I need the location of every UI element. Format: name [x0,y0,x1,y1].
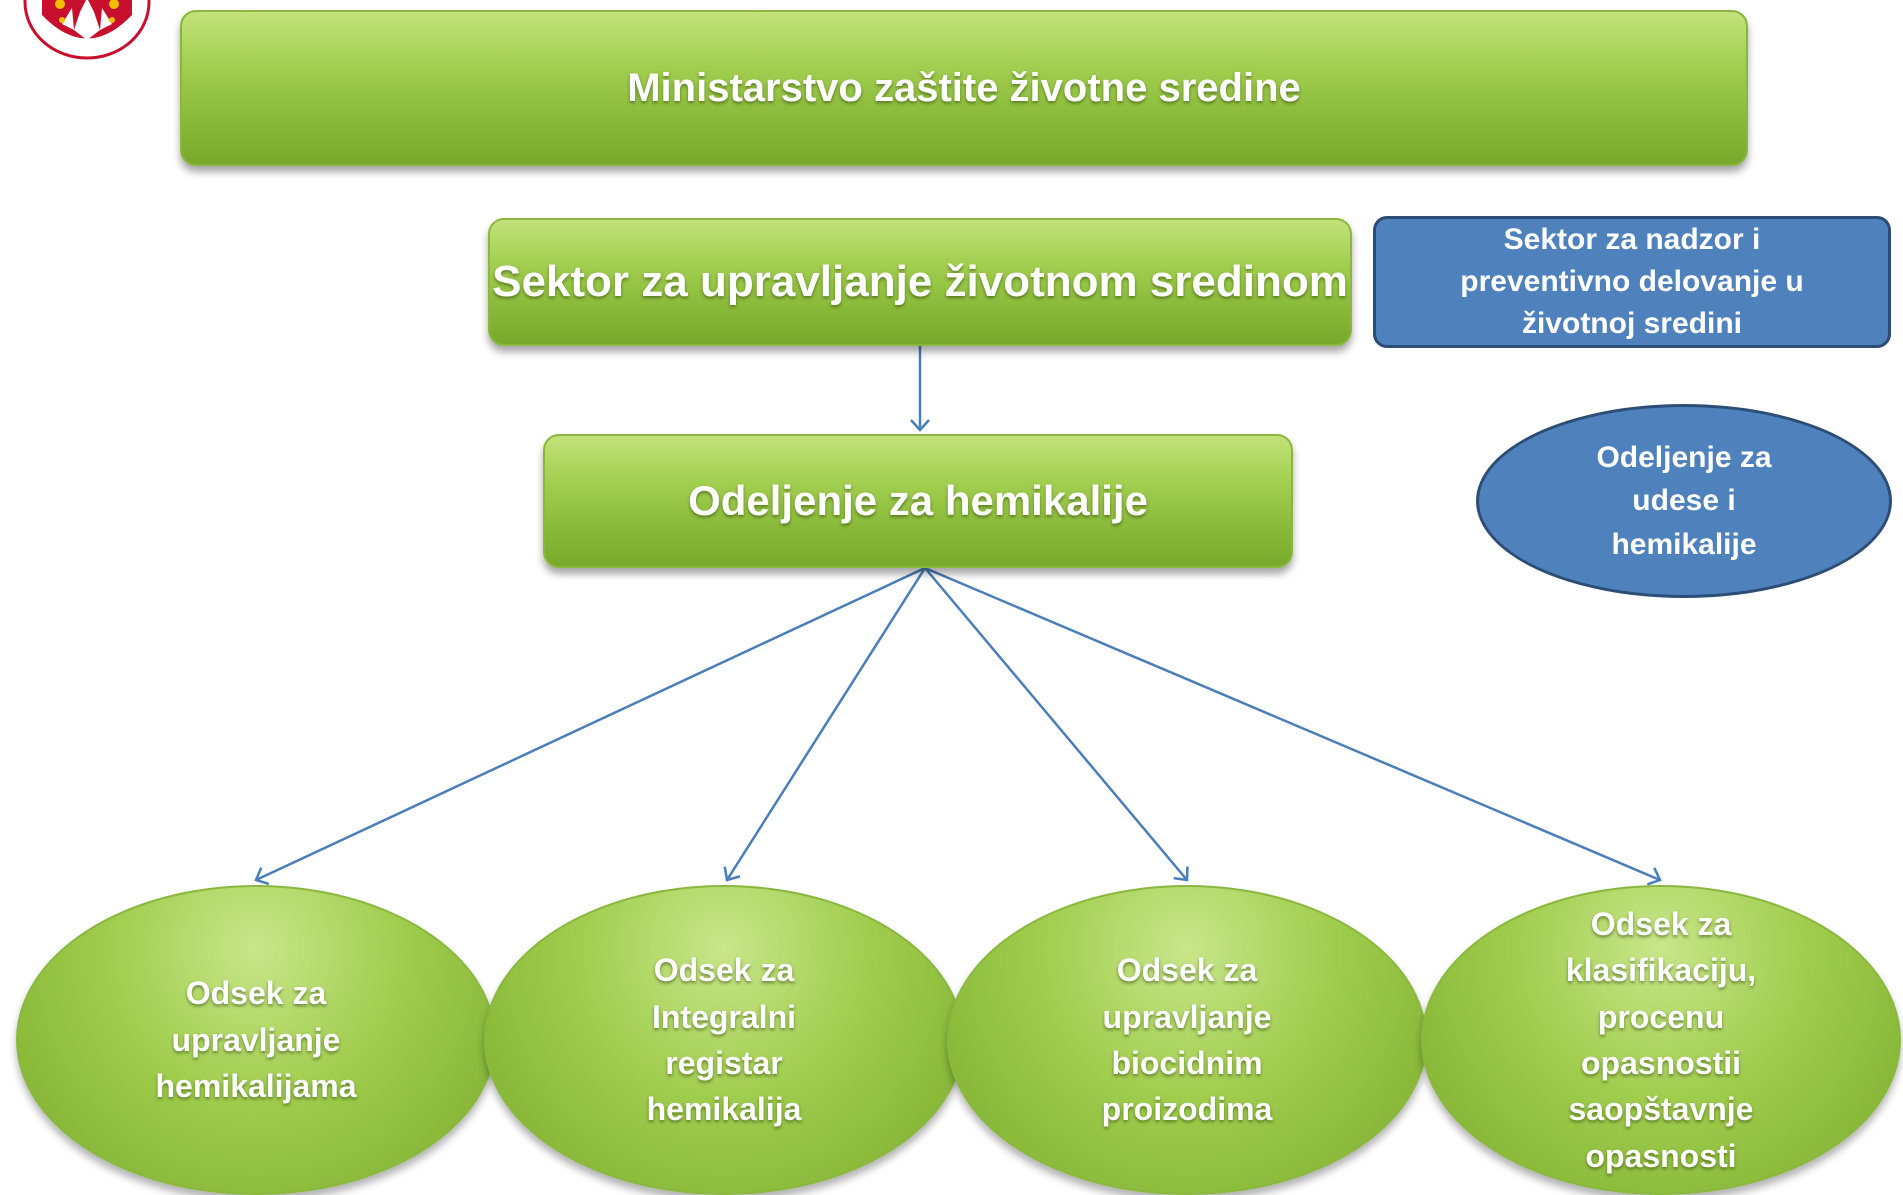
connector-department-to-subunit-4 [924,566,1662,886]
ministry-label: Ministarstvo zaštite životne sredine [627,65,1301,110]
subunit-label: Odsek za upravljanje biocidnim proizodim… [1101,952,1273,1128]
sector-node: Sektor za upravljanje životnom sredinom [488,218,1352,346]
coat-of-arms-logo [23,0,151,60]
sector-label: Sektor za upravljanje životnom sredinom [492,257,1348,306]
department-blue-label: Odeljenje za udese i hemikalije [1596,440,1772,561]
sector-blue-node: Sektor za nadzor i preventivno delovanje… [1373,216,1891,348]
subunit-label: Odsek za upravljanje hemikalijama [155,975,357,1105]
subunit-label: Odsek za Integralni registar hemikalija [646,952,802,1128]
connector-department-to-subunit-3 [924,567,1189,882]
subunit-node: Odsek za Integralni registar hemikalija [484,885,964,1195]
subunit-node: Odsek za upravljanje biocidnim proizodim… [947,885,1427,1195]
subunit-label: Odsek za klasifikaciju, procenu opasnost… [1565,905,1757,1174]
connector-department-to-subunit-1 [254,566,926,886]
ministry-node: Ministarstvo zaštite životne sredine [180,10,1748,166]
connector-department-to-subunit-2 [723,567,927,882]
sector-blue-label: Sektor za nadzor i preventivno delovanje… [1460,223,1804,340]
department-blue-node: Odeljenje za udese i hemikalije [1476,404,1892,598]
department-label: Odeljenje za hemikalije [688,477,1148,524]
subunit-node: Odsek za upravljanje hemikalijama [16,885,496,1195]
department-node: Odeljenje za hemikalije [543,434,1293,568]
subunit-node: Odsek za klasifikaciju, procenu opasnost… [1421,885,1901,1195]
